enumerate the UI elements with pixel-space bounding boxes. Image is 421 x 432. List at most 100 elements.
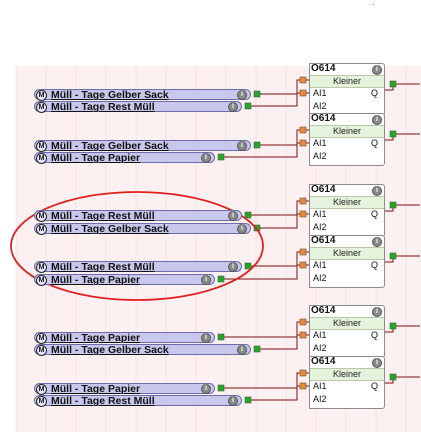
input-connector[interactable] bbox=[244, 211, 252, 219]
block-input-connector[interactable] bbox=[299, 331, 307, 339]
input-connector[interactable] bbox=[217, 275, 225, 283]
input-connector[interactable] bbox=[217, 333, 225, 341]
info-icon[interactable]: i bbox=[372, 65, 382, 75]
input-connector[interactable] bbox=[244, 396, 252, 404]
info-icon[interactable]: i bbox=[228, 396, 238, 406]
input-node[interactable]: M Müll - Tage Rest Müll i bbox=[34, 101, 242, 113]
block-input-connector[interactable] bbox=[299, 76, 307, 84]
input-node-label: Müll - Tage Rest Müll bbox=[51, 101, 155, 113]
input-connector[interactable] bbox=[244, 262, 252, 270]
info-icon[interactable]: i bbox=[237, 141, 247, 151]
info-icon[interactable]: i bbox=[372, 115, 382, 125]
output-port-label: Q bbox=[370, 330, 378, 340]
block-input-connector[interactable] bbox=[299, 89, 307, 97]
input-port-label: AI2 bbox=[313, 151, 327, 161]
input-port-label: AI2 bbox=[313, 343, 327, 353]
input-node-label: Müll - Tage Papier bbox=[51, 152, 141, 164]
input-node-label: Müll - Tage Gelber Sack bbox=[51, 89, 169, 101]
block-input-connector[interactable] bbox=[299, 261, 307, 269]
block-input-connector[interactable] bbox=[299, 382, 307, 390]
memory-icon: M bbox=[36, 345, 47, 356]
memory-icon: M bbox=[36, 211, 47, 222]
block-name: Kleiner bbox=[310, 125, 384, 138]
info-icon[interactable]: i bbox=[372, 358, 382, 368]
info-icon[interactable]: i bbox=[228, 262, 238, 272]
input-node-label: Müll - Tage Papier bbox=[51, 383, 141, 395]
info-icon[interactable]: i bbox=[372, 307, 382, 317]
block-output-connector[interactable] bbox=[389, 252, 397, 260]
info-icon[interactable]: i bbox=[201, 384, 211, 394]
memory-icon: M bbox=[36, 102, 47, 113]
memory-icon: M bbox=[36, 275, 47, 286]
input-port-label: AI2 bbox=[313, 222, 327, 232]
input-connector[interactable] bbox=[253, 90, 261, 98]
input-port-label: AI1 bbox=[313, 381, 327, 391]
annotation-mark: . bbox=[372, 0, 375, 7]
input-node-label: Müll - Tage Gelber Sack bbox=[51, 140, 169, 152]
block-output-connector[interactable] bbox=[389, 322, 397, 330]
input-port-label: AI2 bbox=[313, 101, 327, 111]
input-connector[interactable] bbox=[217, 384, 225, 392]
output-port-label: Q bbox=[370, 88, 378, 98]
input-connector[interactable] bbox=[244, 102, 252, 110]
input-connector[interactable] bbox=[253, 141, 261, 149]
input-port-label: AI1 bbox=[313, 330, 327, 340]
info-icon[interactable]: i bbox=[372, 186, 382, 196]
block-input-connector[interactable] bbox=[299, 369, 307, 377]
info-icon[interactable]: i bbox=[237, 345, 247, 355]
input-node-label: Müll - Tage Gelber Sack bbox=[51, 223, 169, 235]
input-node-label: Müll - Tage Papier bbox=[51, 332, 141, 344]
block-output-connector[interactable] bbox=[389, 373, 397, 381]
block-output-connector[interactable] bbox=[389, 80, 397, 88]
input-port-label: AI1 bbox=[313, 88, 327, 98]
block-output-connector[interactable] bbox=[389, 130, 397, 138]
info-icon[interactable]: i bbox=[201, 275, 211, 285]
block-id: O614 bbox=[311, 113, 336, 124]
input-node[interactable]: M Müll - Tage Papier i bbox=[34, 152, 215, 164]
block-id: O614 bbox=[311, 235, 336, 246]
info-icon[interactable]: i bbox=[228, 211, 238, 221]
memory-icon: M bbox=[36, 90, 47, 101]
info-icon[interactable]: i bbox=[228, 102, 238, 112]
info-icon[interactable]: i bbox=[201, 333, 211, 343]
block-input-connector[interactable] bbox=[299, 139, 307, 147]
input-node-label: Müll - Tage Rest Müll bbox=[51, 395, 155, 407]
info-icon[interactable]: i bbox=[237, 90, 247, 100]
input-connector[interactable] bbox=[253, 345, 261, 353]
block-input-connector[interactable] bbox=[299, 197, 307, 205]
info-icon[interactable]: i bbox=[201, 153, 211, 163]
output-port-label: Q bbox=[370, 209, 378, 219]
input-node[interactable]: M Müll - Tage Rest Müll i bbox=[34, 210, 242, 222]
wire-layer bbox=[217, 76, 420, 404]
block-input-connector[interactable] bbox=[299, 318, 307, 326]
block-input-connector[interactable] bbox=[299, 126, 307, 134]
block-output-connector[interactable] bbox=[389, 201, 397, 209]
input-node-label: Müll - Tage Rest Müll bbox=[51, 210, 155, 222]
input-port-label: AI1 bbox=[313, 209, 327, 219]
selection-highlight-ellipse bbox=[10, 191, 264, 301]
block-name: Kleiner bbox=[310, 317, 384, 330]
input-node[interactable]: M Müll - Tage Gelber Sack i bbox=[34, 89, 251, 101]
block-input-connector[interactable] bbox=[299, 248, 307, 256]
info-icon[interactable]: i bbox=[372, 237, 382, 247]
input-connector[interactable] bbox=[217, 153, 225, 161]
memory-icon: M bbox=[36, 153, 47, 164]
block-id: O614 bbox=[311, 356, 336, 367]
info-icon[interactable]: i bbox=[237, 224, 247, 234]
block-input-connector[interactable] bbox=[299, 210, 307, 218]
